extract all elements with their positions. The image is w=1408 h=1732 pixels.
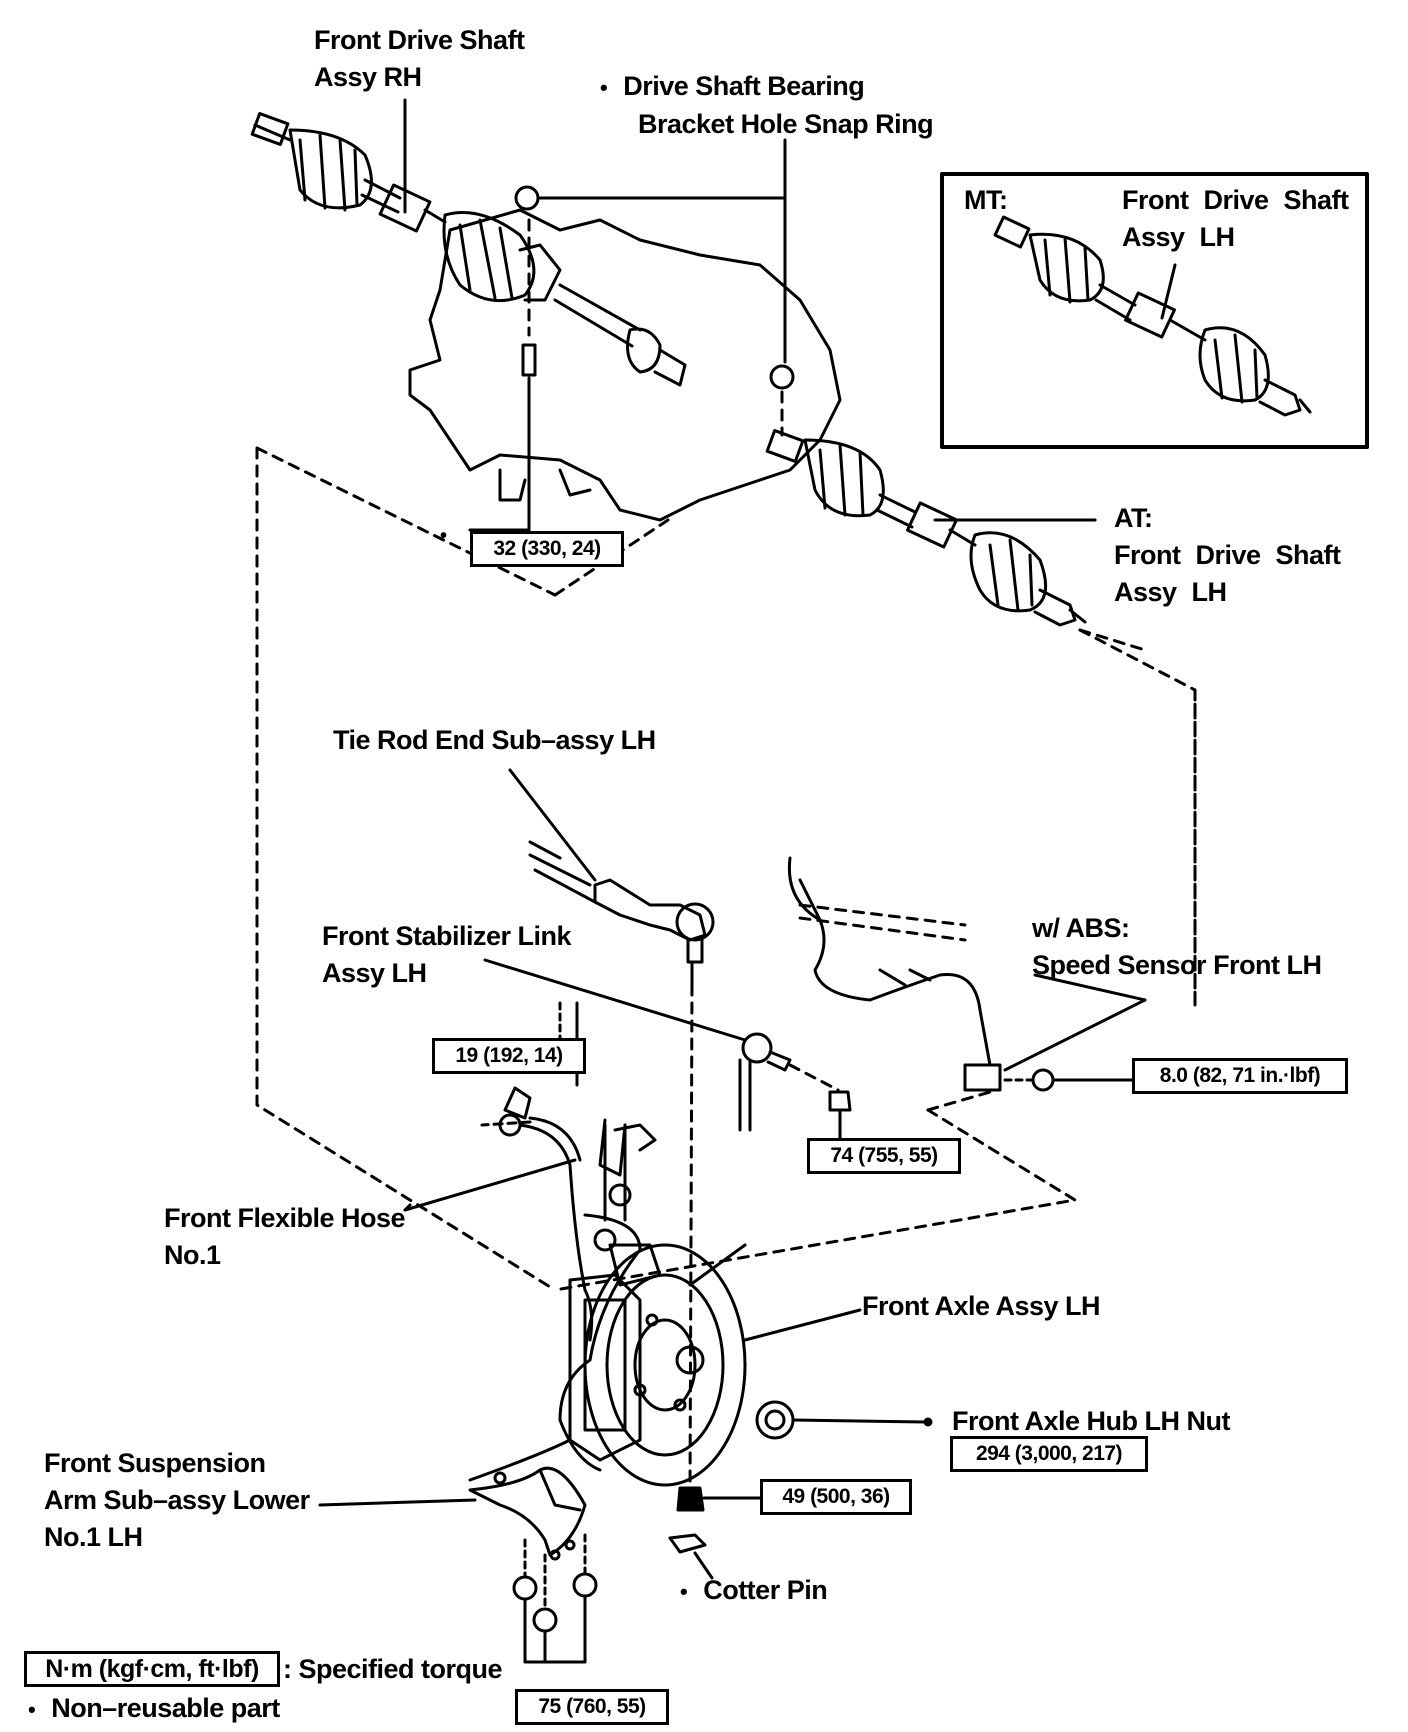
hub-nut [755, 1400, 933, 1440]
transaxle-housing [408, 208, 842, 522]
label-mt-drive-shaft-lh: Front Drive Shaft Assy LH [1122, 185, 1349, 252]
label-cotter-pin: •Cotter Pin [680, 1575, 828, 1605]
label-front-axle: Front Axle Assy LH [862, 1291, 1101, 1321]
snap-ring-lower [769, 364, 795, 390]
drive-shaft-rh [250, 112, 687, 387]
legend-nonreusable: •Non–reusable part [28, 1693, 280, 1723]
lower-suspension-arm [318, 1438, 587, 1561]
label-at-drive-shaft-lh: AT: Front Drive Shaft Assy LH [1114, 503, 1341, 607]
label-stabilizer-link: Front Stabilizer Link Assy LH [322, 921, 572, 988]
tie-rod-end [508, 768, 715, 1492]
stabilizer-link [483, 958, 852, 1152]
torque-19: 19 (192, 14) [432, 1038, 586, 1074]
drive-shaft-lh-mt [993, 215, 1312, 417]
label-hub-nut: Front Axle Hub LH Nut [952, 1406, 1230, 1436]
label-drive-shaft-rh: Front Drive Shaft Assy RH [314, 25, 525, 92]
steering-knuckle [558, 1118, 662, 1472]
torque-8: 8.0 (82, 71 in.·lbf) [1132, 1058, 1348, 1094]
torque-75: 75 (760, 55) [515, 1689, 669, 1725]
bolt-32 [521, 343, 537, 377]
assembly-dashed-frame [255, 446, 1197, 1292]
flexible-hose [403, 1043, 594, 1342]
castle-nut-49 [668, 1486, 762, 1580]
nonreusable-marker-32: • [440, 525, 447, 547]
drive-shaft-lh-at [765, 390, 1097, 627]
nonreusable-marker: • [28, 1697, 36, 1722]
snap-ring-upper [514, 185, 540, 211]
speed-sensor [787, 856, 1147, 1112]
front-axle-assy [568, 1243, 862, 1487]
torque-294: 294 (3,000, 217) [950, 1436, 1148, 1472]
label-speed-sensor: w/ ABS: Speed Sensor Front LH [1032, 913, 1322, 980]
torque-49: 49 (500, 36) [760, 1479, 912, 1515]
label-snap-ring: •Drive Shaft Bearing Bracket Hole Snap R… [600, 71, 934, 139]
nonreusable-marker: • [600, 75, 608, 100]
cotter-pin-shape [668, 1533, 707, 1554]
legend-torque-unit-box: N·m (kgf·cm, ft·lbf) [24, 1651, 280, 1687]
torque-32: 32 (330, 24) [470, 531, 624, 567]
label-tie-rod-end: Tie Rod End Sub–assy LH [333, 725, 656, 755]
label-flexible-hose: Front Flexible Hose No.1 [164, 1203, 406, 1270]
arm-bolts-75 [512, 1533, 598, 1664]
label-suspension-arm: Front Suspension Arm Sub–assy Lower No.1… [44, 1448, 310, 1552]
mt-inset-box [940, 172, 1369, 449]
legend-torque-desc: : Specified torque [283, 1654, 503, 1684]
torque-74: 74 (755, 55) [807, 1138, 961, 1174]
nonreusable-marker: • [680, 1579, 688, 1604]
label-mt: MT: [964, 185, 1008, 215]
